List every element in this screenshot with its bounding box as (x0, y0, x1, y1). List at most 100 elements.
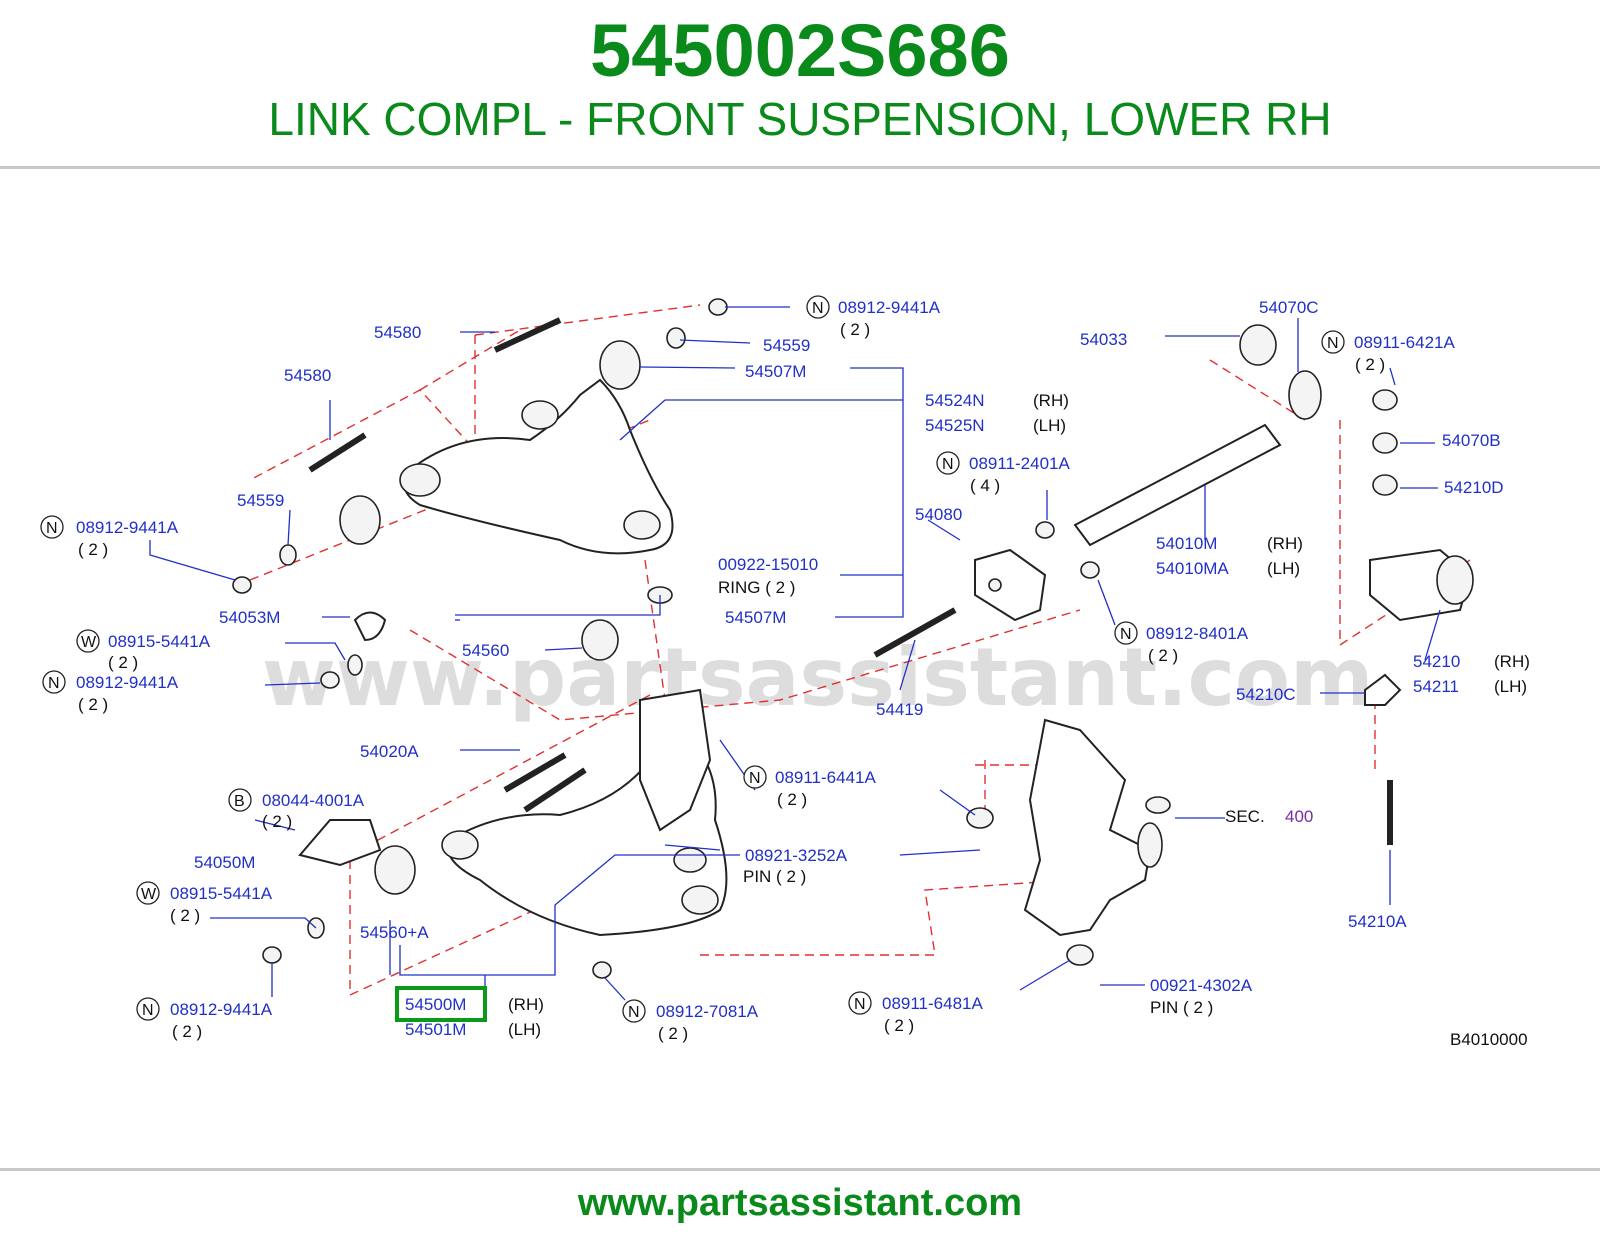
nuts-washers (232, 298, 1398, 979)
svg-text:B: B (234, 793, 245, 810)
header-divider (0, 166, 1600, 169)
quantity: PIN ( 2 ) (1150, 998, 1213, 1017)
part-label[interactable]: 08912-9441A (76, 673, 179, 692)
svg-text:N: N (142, 1002, 154, 1019)
part-label[interactable]: 54050M (194, 853, 255, 872)
part-label[interactable]: 54020A (360, 742, 419, 761)
lower-link-arm (441, 688, 728, 937)
torsion-bar (1073, 324, 1282, 547)
part-label[interactable]: 54559 (237, 491, 284, 510)
quantity: ( 2 ) (840, 320, 870, 339)
part-label[interactable]: 08915-5441A (108, 632, 211, 651)
part-label[interactable]: 54507M (745, 362, 806, 381)
part-label[interactable]: 54560 (462, 641, 509, 660)
part-label[interactable]: 54525N (925, 416, 985, 435)
page-title: LINK COMPL - FRONT SUSPENSION, LOWER RH (268, 93, 1332, 145)
svg-text:N: N (48, 675, 60, 692)
part-label[interactable]: 54580 (374, 323, 421, 342)
svg-text:N: N (1327, 335, 1339, 352)
footer-url[interactable]: www.partsassistant.com (577, 1182, 1023, 1224)
section-link[interactable]: 400 (1285, 807, 1313, 826)
watermark: www.partsassistant.com (262, 631, 1373, 724)
part-label[interactable]: 54210C (1236, 685, 1296, 704)
part-label[interactable]: 08912-7081A (656, 1002, 759, 1021)
part-label[interactable]: 54210 (1413, 652, 1460, 671)
part-label[interactable]: 54210A (1348, 912, 1407, 931)
svg-text:W: W (141, 886, 157, 903)
quantity: ( 2 ) (172, 1022, 202, 1041)
badge-n-icon: N (1321, 330, 1345, 354)
part-label[interactable]: 00921-4302A (1150, 976, 1253, 995)
quantity: ( 2 ) (262, 812, 292, 831)
quantity: PIN ( 2 ) (743, 867, 806, 886)
part-label[interactable]: 54501M (405, 1020, 466, 1039)
anchor-bracket (974, 548, 1047, 622)
badges: N N N N W N N N B W N N N (40, 295, 1345, 1023)
part-label[interactable]: 08911-6441A (775, 768, 876, 787)
svg-text:N: N (46, 520, 58, 537)
part-number: 545002S686 (590, 9, 1010, 92)
diagram-code: B4010000 (1450, 1030, 1528, 1049)
badge-n-icon: N (848, 991, 872, 1015)
part-label[interactable]: 54080 (915, 505, 962, 524)
part-label[interactable]: 08911-6481A (882, 994, 983, 1013)
part-label[interactable]: 54560+A (360, 923, 429, 942)
upper-link-arm (399, 378, 674, 555)
part-label[interactable]: 08915-5441A (170, 884, 273, 903)
part-label[interactable]: 54559 (763, 336, 810, 355)
part-label[interactable]: 54010M (1156, 534, 1217, 553)
part-label[interactable]: 08911-2401A (969, 454, 1070, 473)
part-label[interactable]: 54053M (219, 608, 280, 627)
steering-knuckle (1023, 718, 1171, 937)
svg-text:N: N (1120, 626, 1132, 643)
quantity: ( 2 ) (658, 1024, 688, 1043)
side-label: (LH) (1267, 559, 1300, 578)
part-label[interactable]: 54010MA (1156, 559, 1229, 578)
footer-divider (0, 1168, 1600, 1171)
side-label: (RH) (508, 995, 544, 1014)
svg-text:N: N (854, 996, 866, 1013)
quantity: ( 2 ) (170, 906, 200, 925)
side-label: (LH) (1033, 416, 1066, 435)
part-label[interactable]: 08912-9441A (76, 518, 179, 537)
bushing-upper (339, 340, 641, 895)
part-label-selected[interactable]: 54500M (405, 995, 466, 1014)
svg-text:N: N (749, 770, 761, 787)
badge-b-icon: B (228, 788, 252, 812)
part-label[interactable]: 00922-15010 (718, 555, 818, 574)
quantity: ( 2 ) (777, 790, 807, 809)
quantity: ( 4 ) (970, 476, 1000, 495)
side-label: (RH) (1267, 534, 1303, 553)
part-label[interactable]: 08044-4001A (262, 791, 365, 810)
badge-w-icon: W (136, 881, 160, 905)
side-label: (LH) (1494, 677, 1527, 696)
part-label[interactable]: 54524N (925, 391, 985, 410)
part-label[interactable]: 54070C (1259, 298, 1319, 317)
part-label[interactable]: 54580 (284, 366, 331, 385)
selected-part-highlight (395, 986, 487, 1022)
part-label[interactable]: 54070B (1442, 431, 1501, 450)
part-label[interactable]: 08912-9441A (838, 298, 941, 317)
part-label[interactable]: 54210D (1444, 478, 1504, 497)
badge-w-icon: W (76, 629, 100, 653)
quantity: ( 2 ) (1355, 355, 1385, 374)
part-label[interactable]: 08921-3252A (745, 846, 848, 865)
part-label[interactable]: 54033 (1080, 330, 1127, 349)
part-label[interactable]: 08912-8401A (1146, 624, 1249, 643)
rebound-bumper (298, 611, 387, 867)
part-label[interactable]: 54419 (876, 700, 923, 719)
part-labels: 54580 54580 08912-9441A ( 2 ) 54559 5450… (76, 298, 1530, 1049)
part-label[interactable]: 54507M (725, 608, 786, 627)
badge-n-icon: N (622, 999, 646, 1023)
stabilizer-bushing (1364, 548, 1474, 706)
side-label: (LH) (508, 1020, 541, 1039)
side-label: (RH) (1033, 391, 1069, 410)
svg-text:N: N (942, 456, 954, 473)
part-label[interactable]: 08912-9441A (170, 1000, 273, 1019)
section-ref: SEC. (1225, 807, 1265, 826)
quantity: ( 2 ) (78, 695, 108, 714)
badge-n-icon: N (40, 515, 64, 539)
part-label[interactable]: 08911-6421A (1354, 333, 1455, 352)
quantity: RING ( 2 ) (718, 578, 795, 597)
part-label[interactable]: 54211 (1413, 677, 1459, 696)
